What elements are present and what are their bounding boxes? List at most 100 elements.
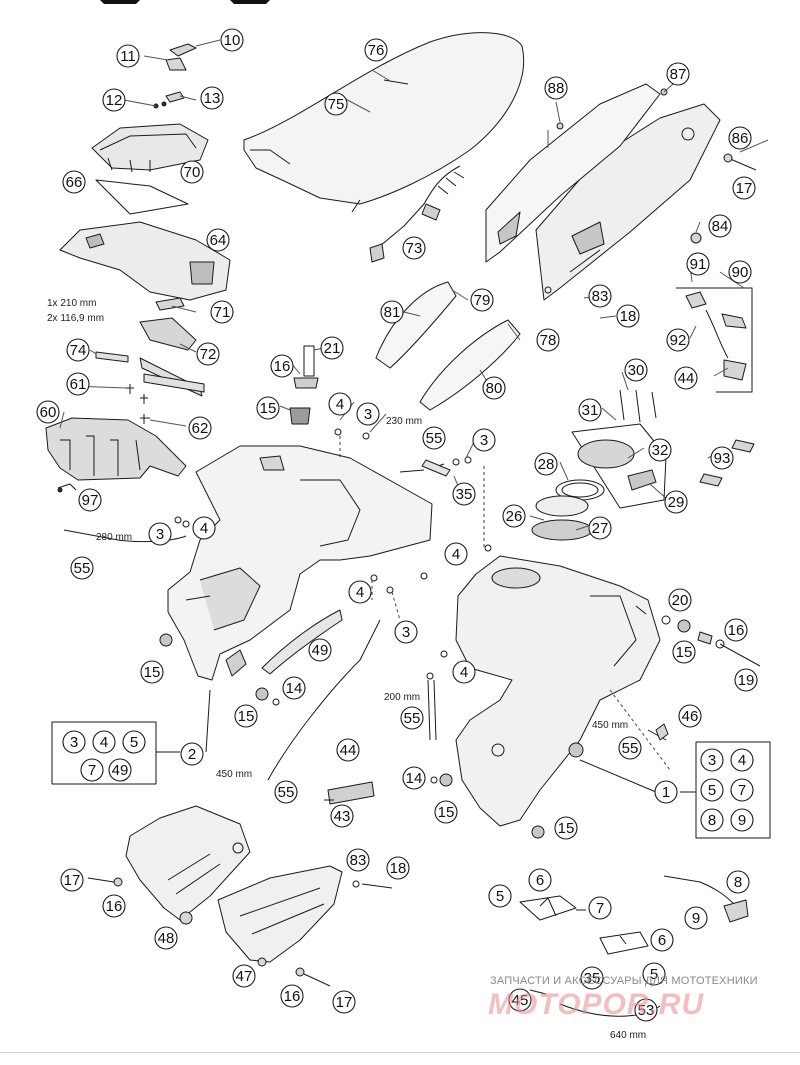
- callout-part-72-circle: [196, 342, 220, 366]
- group-1-part-7: 7: [738, 782, 746, 799]
- callout-part-15-circle: [256, 396, 280, 420]
- dashed-leaders: [339, 436, 671, 771]
- group-2-part-7-circle: [80, 758, 104, 782]
- callout-part-66: 66: [66, 174, 83, 191]
- callout-part-12-circle: [102, 88, 126, 112]
- callout-part-4-circle: [328, 392, 352, 416]
- group-leader-2-tank: [205, 689, 211, 753]
- callout-part-43: 43: [334, 808, 351, 825]
- callout-part-17: 17: [736, 180, 753, 197]
- valve-part-6b: [599, 931, 649, 955]
- front-fairing-70: [91, 123, 209, 173]
- callout-part-28: 28: [538, 456, 555, 473]
- fittings-3-4: [174, 428, 492, 680]
- callout-part-30-circle: [624, 358, 648, 382]
- callout-part-27-circle: [588, 516, 612, 540]
- callout-part-16: 16: [728, 622, 745, 639]
- callout-part-93: 93: [714, 450, 731, 467]
- callout-part-35: 35: [584, 970, 601, 987]
- callout-part-14: 14: [406, 770, 423, 787]
- fuel-tank-left-2: [167, 445, 433, 681]
- callout-part-72: 72: [200, 346, 217, 363]
- callout-part-5: 5: [650, 966, 658, 983]
- side-cover-78: [535, 103, 721, 301]
- fuel-line-part-8-9: [663, 875, 749, 923]
- measurement-450-right: 450 mm: [592, 720, 628, 731]
- valve-part-6: [519, 895, 586, 921]
- callout-part-62: 62: [192, 420, 209, 437]
- sensor-part-43: [324, 781, 375, 805]
- number-plate-64: [59, 221, 231, 301]
- callout-part-60: 60: [40, 404, 57, 421]
- callout-part-15: 15: [144, 664, 161, 681]
- callout-part-3-circle: [394, 620, 418, 644]
- callout-part-28-circle: [534, 452, 558, 476]
- callout-part-55: 55: [426, 430, 443, 447]
- callout-part-92-circle: [666, 328, 690, 352]
- airbox-part-60: [45, 417, 187, 481]
- callout-part-44-circle: [336, 738, 360, 762]
- callout-part-97-circle: [78, 488, 102, 512]
- callout-part-1: 1: [662, 784, 670, 801]
- callout-part-18-circle: [616, 304, 640, 328]
- callout-part-5-circle: [642, 962, 666, 986]
- callout-part-32: 32: [652, 442, 669, 459]
- callout-part-81: 81: [384, 304, 401, 321]
- bolt-part-13: [165, 91, 185, 103]
- key-part-93: [699, 439, 755, 487]
- callout-part-61-circle: [66, 372, 90, 396]
- callout-part-11: 11: [120, 48, 136, 65]
- callout-part-62-circle: [188, 416, 212, 440]
- callout-part-53: 53: [638, 1002, 655, 1019]
- group-1-part-8: 8: [708, 812, 716, 829]
- group-2-part-5-circle: [122, 730, 146, 754]
- callout-part-19-circle: [734, 668, 758, 692]
- group-1-part-4-circle: [730, 748, 754, 772]
- callout-part-71-circle: [210, 300, 234, 324]
- callout-part-49: 49: [312, 642, 329, 659]
- group-1-part-8-circle: [700, 808, 724, 832]
- callout-part-16: 16: [106, 898, 123, 915]
- callout-part-11-circle: [116, 44, 140, 68]
- callout-part-4-circle: [348, 580, 372, 604]
- callout-part-14: 14: [286, 680, 303, 697]
- callout-part-17: 17: [64, 872, 81, 889]
- callout-part-2: 2: [188, 746, 196, 763]
- clamp-parts-61-62: [126, 384, 150, 424]
- callout-part-31-circle: [578, 398, 602, 422]
- watermark-logo: MOTOPOR.RU: [488, 988, 704, 1021]
- callout-part-21-circle: [320, 336, 344, 360]
- callout-part-15: 15: [438, 804, 455, 821]
- clip-part-11: [165, 57, 187, 71]
- callout-part-55: 55: [278, 784, 295, 801]
- callout-part-78-circle: [536, 328, 560, 352]
- measurement-200: 200 mm: [384, 692, 420, 703]
- callout-part-3: 3: [156, 526, 164, 543]
- measurement-280: 280 mm: [96, 532, 132, 543]
- lower-cover-48: [125, 805, 251, 925]
- callout-part-16: 16: [274, 358, 291, 375]
- callout-part-17-circle: [732, 176, 756, 200]
- callout-part-87-circle: [666, 62, 690, 86]
- group-leader-1-tank: [579, 759, 657, 793]
- callout-part-4-circle: [444, 542, 468, 566]
- callout-part-90: 90: [732, 264, 749, 281]
- callout-part-45: 45: [512, 992, 529, 1009]
- group-1-part-4: 4: [738, 752, 746, 769]
- callout-part-4-circle: [192, 516, 216, 540]
- callout-part-6-circle: [528, 868, 552, 892]
- callout-part-55: 55: [622, 740, 639, 757]
- callout-part-90-circle: [728, 260, 752, 284]
- callout-part-18: 18: [620, 308, 637, 325]
- callout-part-71: 71: [214, 304, 231, 321]
- heat-shield-49: [261, 609, 343, 675]
- callout-part-97: 97: [82, 492, 99, 509]
- callout-part-20-circle: [668, 588, 692, 612]
- group-2-part-5: 5: [130, 734, 138, 751]
- callout-part-7-circle: [588, 896, 612, 920]
- callout-part-55-circle: [400, 706, 424, 730]
- callout-part-15: 15: [238, 708, 255, 725]
- bolt-part-16-21: [289, 345, 319, 425]
